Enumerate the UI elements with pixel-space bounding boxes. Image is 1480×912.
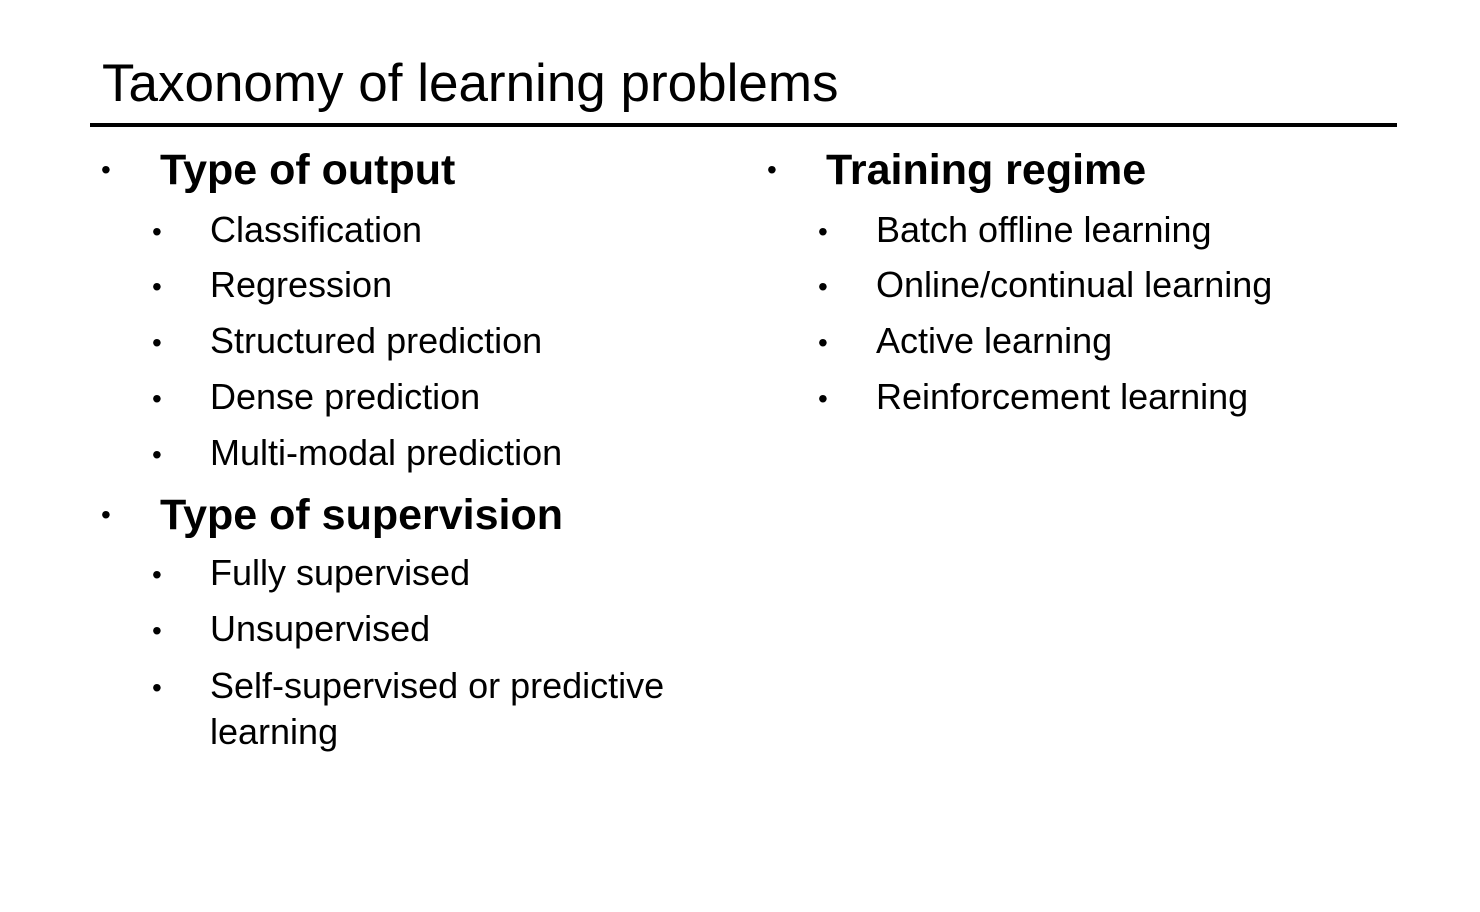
list-item: Unsupervised [210,608,431,649]
slide-title: Taxonomy of learning problems [102,54,839,113]
bullet-marker: • [818,327,828,358]
group-heading-type-of-output: Type of output [160,146,456,194]
list-item: Online/continual learning [876,264,1273,305]
bullet-marker: • [152,559,162,590]
list-item: Regression [210,264,393,305]
list-item: Reinforcement learning [876,376,1249,417]
bullet-marker: • [818,383,828,414]
group-heading-training-regime: Training regime [826,146,1147,194]
bullet-marker: • [818,271,828,302]
list-item: Batch offline learning [876,209,1212,250]
bullet-marker: • [152,383,162,414]
bullet-marker: • [152,271,162,302]
list-item: Dense prediction [210,376,481,417]
bullet-marker: • [152,216,162,247]
list-item: Self-supervised or predictive learning [210,665,665,752]
bullet-marker: • [152,439,162,470]
bullet-marker: • [152,615,162,646]
list-item: Fully supervised [210,552,471,593]
group-heading-type-of-supervision: Type of supervision [160,491,563,539]
bullet-marker: • [818,216,828,247]
list-item: Structured prediction [210,320,543,361]
list-item: Classification [210,209,423,250]
bullet-marker: • [152,327,162,358]
bullet-marker: • [767,154,777,185]
title-underline [90,123,1397,127]
list-item: Multi-modal prediction [210,432,563,473]
bullet-marker: • [101,154,111,185]
bullet-marker: • [152,672,162,703]
list-item: Active learning [876,320,1113,361]
bullet-marker: • [101,499,111,530]
